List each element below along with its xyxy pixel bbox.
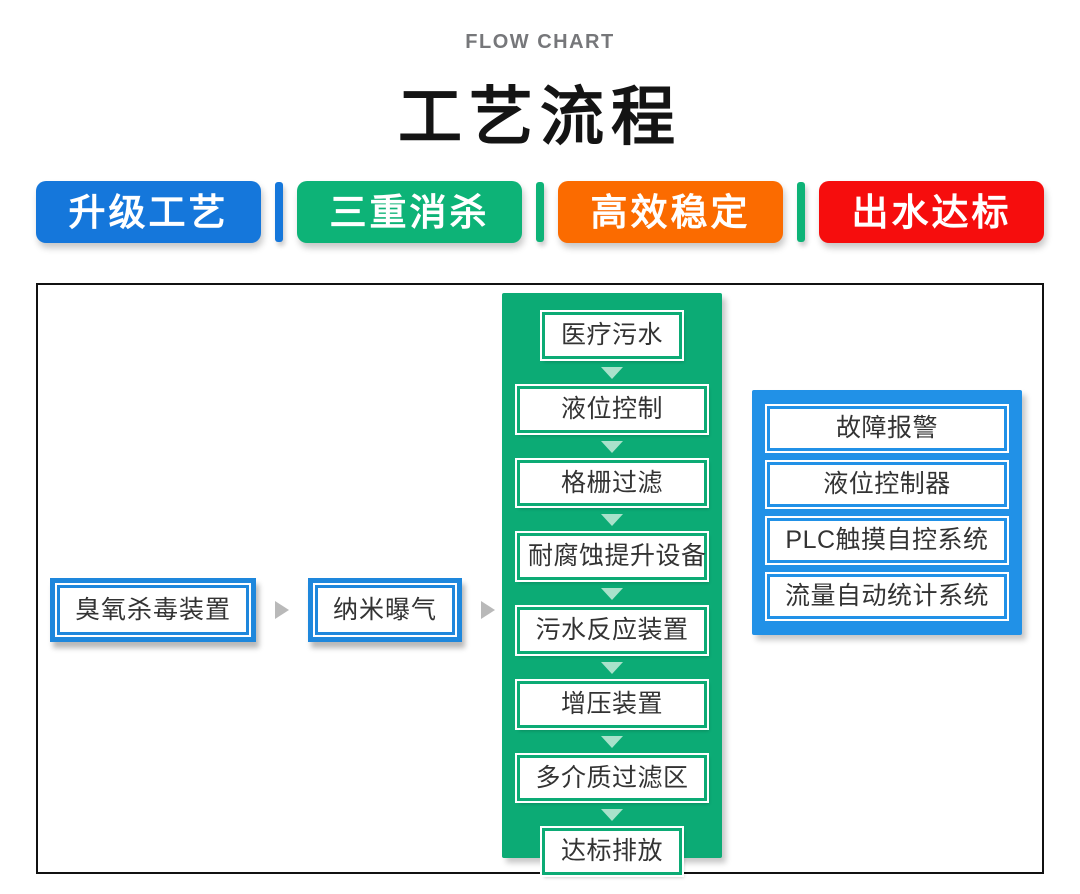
process-step: 液位控制 (515, 383, 709, 460)
process-step-label: 液位控制 (515, 383, 709, 435)
process-step-label: 达标排放 (539, 826, 685, 877)
pre-step: 纳米曝气 (308, 578, 514, 642)
process-step-label: 格栅过滤 (515, 457, 709, 509)
process-step-label: 增压装置 (515, 678, 709, 730)
arrow-down-icon (601, 366, 623, 379)
control-panel-item: 液位控制器 (765, 460, 1009, 509)
process-step: 污水反应装置 (515, 605, 709, 681)
process-step-label: 污水反应装置 (515, 605, 709, 656)
control-panel-item: 流量自动统计系统 (765, 572, 1009, 621)
arrow-down-icon (601, 809, 623, 822)
pre-step-label: 纳米曝气 (313, 583, 458, 637)
feature-badge: 出水达标 (819, 181, 1044, 243)
process-step: 多介质过滤区 (515, 752, 709, 829)
arrow-down-icon (601, 661, 623, 674)
process-step: 达标排放 (517, 826, 707, 877)
process-step: 增压装置 (515, 678, 709, 755)
process-step: 耐腐蚀提升设备 (515, 531, 709, 607)
process-step-label: 医疗污水 (539, 310, 685, 361)
pre-steps-row: 臭氧杀毒装置 纳米曝气 (50, 578, 514, 642)
feature-badge-row: 升级工艺 三重消杀 高效稳定 出水达标 (36, 181, 1044, 243)
badge-label: 三重消杀 (329, 191, 490, 233)
process-step-label: 耐腐蚀提升设备 (515, 531, 709, 582)
diagram-board: 臭氧杀毒装置 纳米曝气 医疗污水 液位控制 格栅过滤 耐腐蚀提升设备 污水反应装… (36, 283, 1044, 877)
pre-step-box: 臭氧杀毒装置 (50, 578, 257, 642)
process-step: 格栅过滤 (515, 457, 709, 534)
pre-step-label: 臭氧杀毒装置 (54, 583, 252, 637)
badge-separator (275, 182, 283, 242)
process-step-label: 多介质过滤区 (515, 752, 709, 804)
badge-label: 升级工艺 (68, 191, 229, 233)
feature-badge: 高效稳定 (558, 181, 783, 243)
badge-separator (797, 182, 805, 242)
process-panel: 医疗污水 液位控制 格栅过滤 耐腐蚀提升设备 污水反应装置 增压装置 多介质过滤… (502, 293, 722, 877)
feature-badge: 三重消杀 (297, 181, 522, 243)
arrow-down-icon (601, 735, 623, 748)
badge-separator (536, 182, 544, 242)
badge-label: 出水达标 (851, 191, 1012, 233)
badge-label: 高效稳定 (590, 191, 751, 233)
page-eyebrow: FLOW CHART (465, 31, 615, 53)
control-panel-item: 故障报警 (765, 404, 1009, 453)
arrow-down-icon (601, 588, 623, 600)
pre-step: 臭氧杀毒装置 (50, 578, 308, 642)
arrow-down-icon (601, 440, 623, 453)
arrow-right-icon (275, 601, 290, 619)
control-panel-item: PLC触摸自控系统 (765, 516, 1009, 565)
page-title: 工艺流程 (398, 81, 682, 153)
feature-badge: 升级工艺 (36, 181, 261, 243)
process-step: 医疗污水 (517, 310, 707, 386)
pre-step-box: 纳米曝气 (308, 578, 463, 642)
arrow-right-icon (481, 601, 496, 619)
arrow-down-icon (601, 514, 623, 527)
control-panel: 故障报警 液位控制器 PLC触摸自控系统 流量自动统计系统 (752, 390, 1022, 635)
